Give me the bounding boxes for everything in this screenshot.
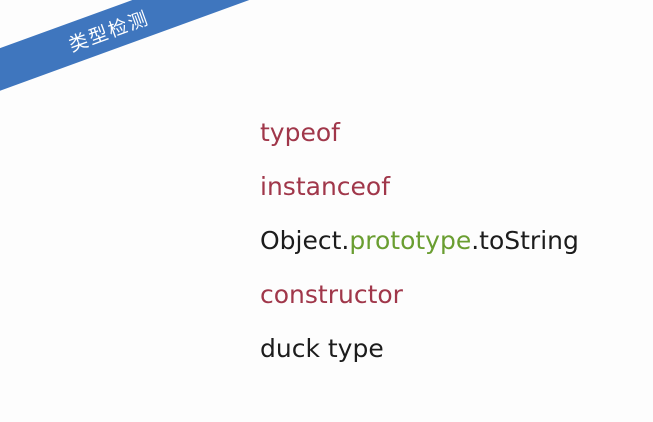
prototype-text: prototype — [349, 226, 472, 255]
type-check-list: typeof instanceof Object.prototype.toStr… — [260, 113, 579, 383]
list-item-constructor: constructor — [260, 280, 403, 309]
list-item-typeof: typeof — [260, 118, 340, 147]
list-item-object-prototype-tostring: Object.prototype.toString — [260, 221, 579, 275]
banner-title: 类型检测 — [65, 6, 153, 57]
title-banner: 类型检测 — [0, 0, 405, 108]
list-item-instanceof: instanceof — [260, 172, 391, 201]
tostring-text: .toString — [471, 226, 579, 255]
list-item-duck-type: duck type — [260, 334, 384, 363]
object-text: Object. — [260, 226, 350, 255]
